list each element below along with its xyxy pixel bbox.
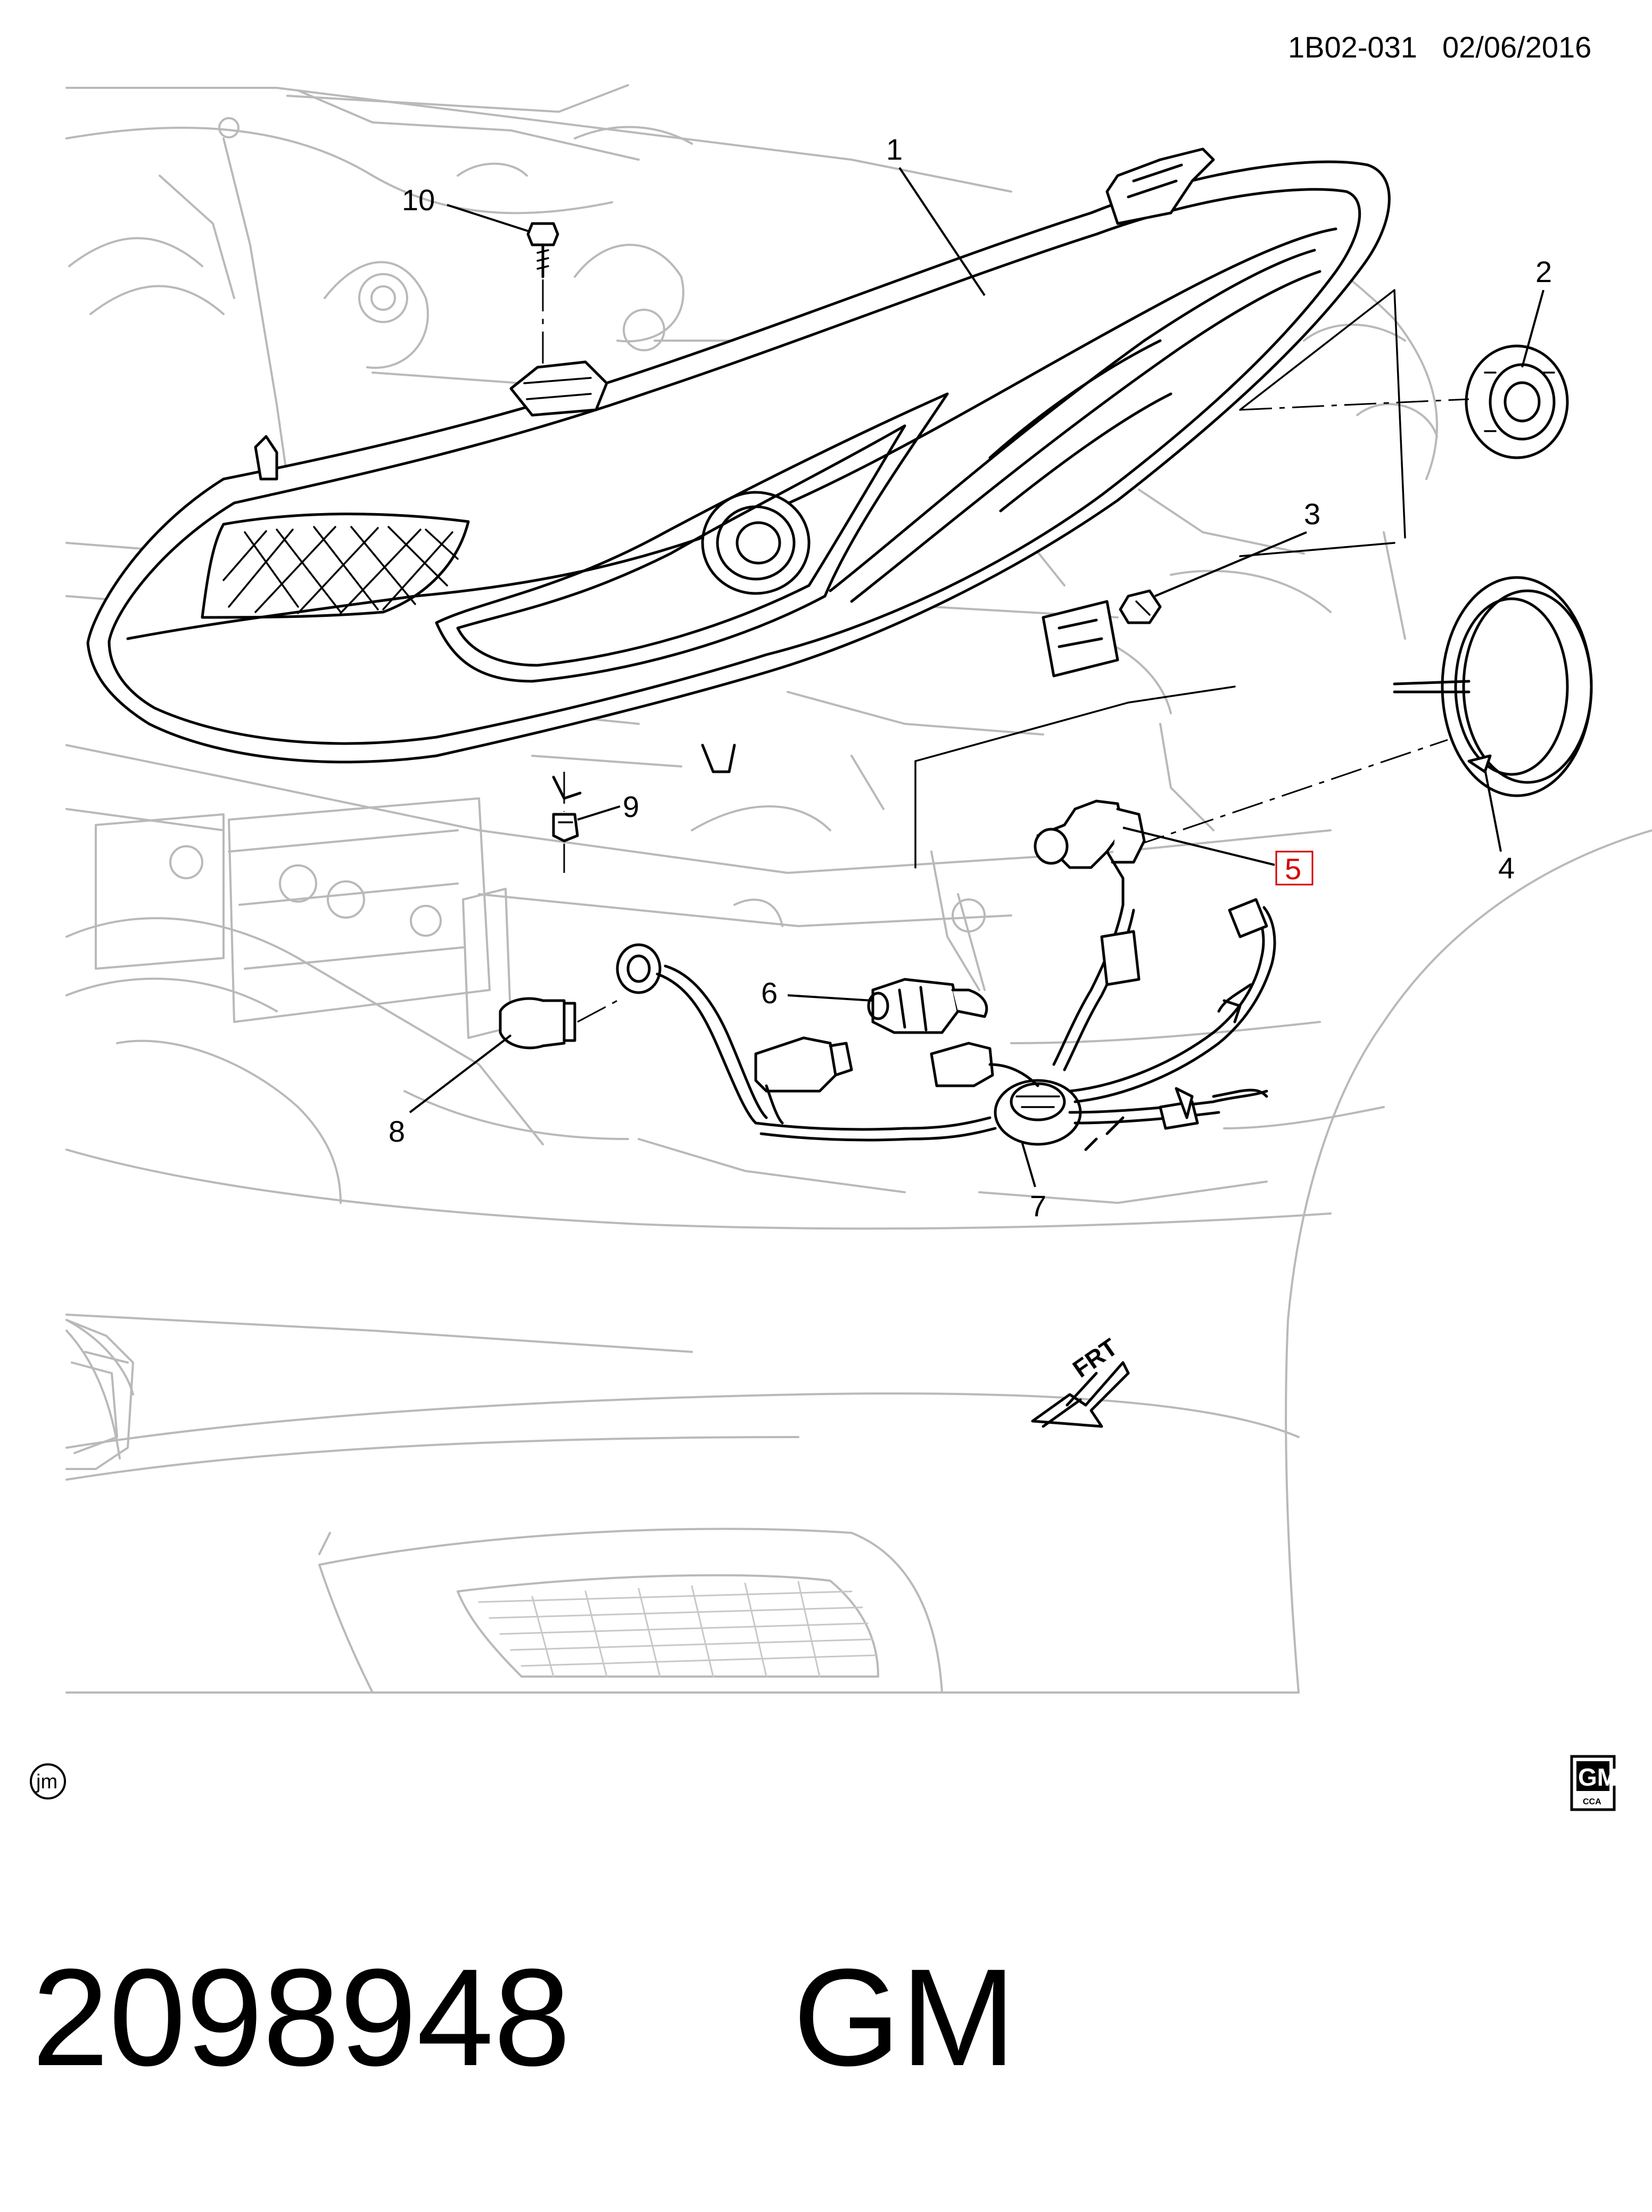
headlamp-bulb — [1034, 799, 1146, 906]
bulb-retainer-ring — [1393, 576, 1593, 797]
headlamp-assembly — [86, 147, 1391, 800]
illustration-date: 02/06/2016 — [1442, 30, 1591, 64]
logo-brand: GM — [1578, 1763, 1617, 1791]
bolt — [526, 222, 559, 367]
callout-5: 5 — [1285, 852, 1301, 886]
exploded-view-frame — [914, 289, 1448, 869]
dust-cap — [1240, 344, 1569, 459]
callout-10: 10 — [402, 183, 435, 217]
marker-bulb — [499, 997, 618, 1050]
electrical-connector — [867, 978, 988, 1034]
logo-sub: CCA — [1583, 1797, 1601, 1806]
callout-1: 1 — [886, 133, 903, 166]
callout-4: 4 — [1498, 851, 1515, 885]
part-number-caption: 2098948 — [32, 1941, 571, 2095]
retainer-clip — [552, 772, 579, 873]
illustration-id: 1B02-031 — [1288, 30, 1417, 64]
callout-2: 2 — [1535, 255, 1552, 288]
nut-clip — [1119, 589, 1162, 624]
callout-5-highlight-box — [1275, 851, 1314, 886]
front-arrow-icon — [1031, 1361, 1130, 1428]
artist-initials: jm — [36, 1771, 57, 1793]
callout-7: 7 — [1030, 1189, 1046, 1223]
artist-initials-badge: jm — [30, 1763, 66, 1800]
brand-caption: GM — [793, 1941, 1016, 2095]
callout-3: 3 — [1304, 497, 1320, 531]
front-direction-indicator: FRT — [1031, 1333, 1130, 1428]
callout-8: 8 — [389, 1115, 405, 1148]
wiring-harness — [616, 898, 1276, 1151]
callout-labels: 1 2 3 4 5 6 7 8 9 10 — [389, 133, 1552, 1223]
callout-6: 6 — [761, 976, 778, 1010]
callout-9: 9 — [623, 790, 639, 823]
gm-logo: GM CCA — [1570, 1755, 1617, 1811]
